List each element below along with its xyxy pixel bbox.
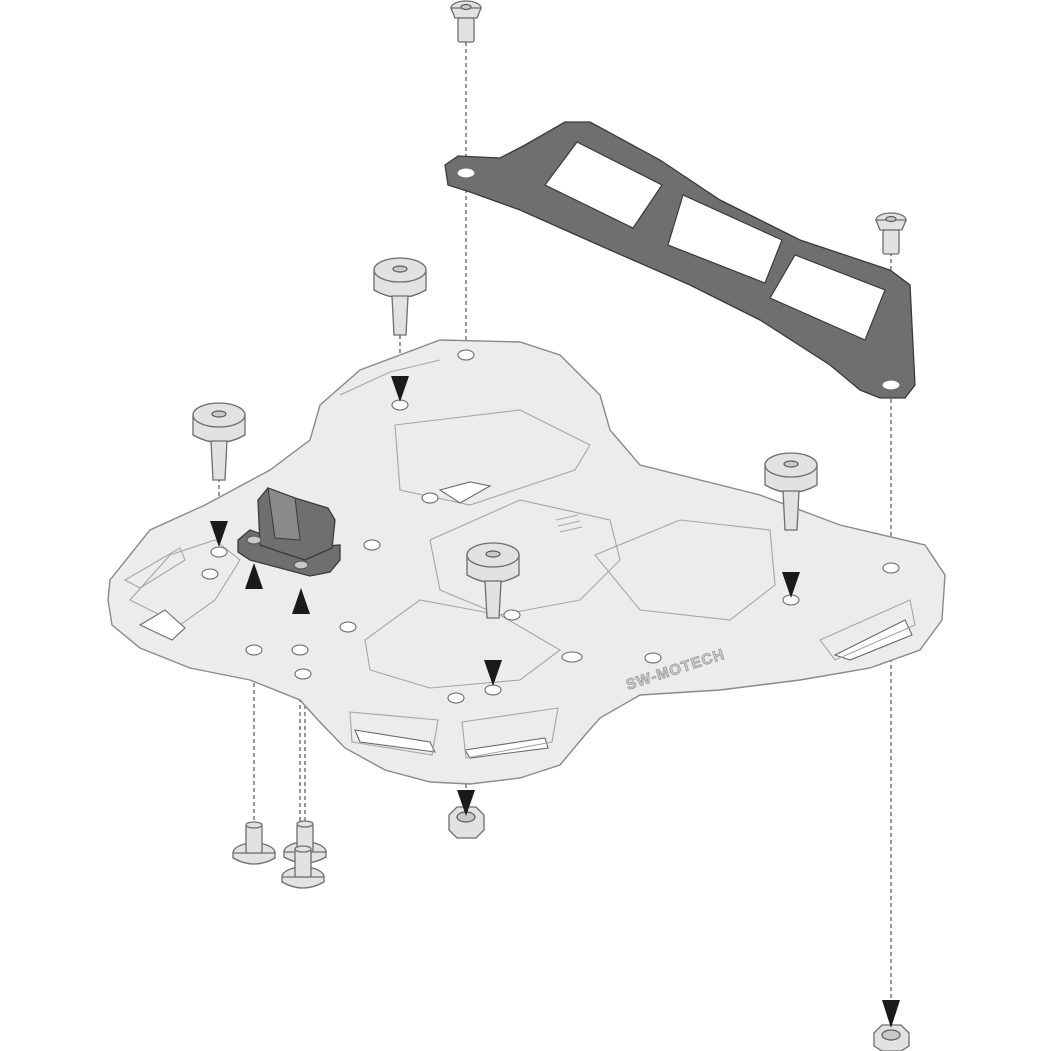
arrow-up-icon [245, 563, 263, 589]
hole [294, 668, 312, 680]
bracket-hole-left [456, 167, 476, 179]
plate-slot-right [819, 599, 916, 661]
plate-slot-front-right [461, 707, 559, 759]
plate-raised-area-top [394, 409, 591, 506]
plate-center-recess [429, 499, 621, 616]
lock-block [237, 487, 341, 577]
flange-bolt [281, 845, 325, 889]
hole [291, 644, 309, 656]
countersunk-screw [875, 212, 907, 255]
rubber-bumper [466, 542, 520, 619]
plate-right-recess [594, 519, 776, 621]
rubber-bumper [764, 452, 818, 531]
top-plate: SW-MOTECH [107, 339, 946, 785]
hole [503, 609, 521, 621]
arrow-down-icon [391, 376, 409, 402]
arrow-up-icon [292, 588, 310, 614]
plate-window-front-right [464, 737, 549, 759]
arrow-down-icon [882, 1000, 900, 1028]
hole [201, 568, 219, 580]
plate-window-front-left [354, 729, 436, 753]
bracket-window-2 [667, 194, 783, 284]
hole [421, 492, 439, 504]
hex-nut [448, 806, 485, 839]
hole [644, 652, 662, 664]
bracket-hole-right [881, 379, 901, 391]
hole [457, 349, 475, 361]
plate-window-center [438, 481, 492, 504]
plate-outline [107, 339, 946, 785]
plate-edge-detail [339, 359, 441, 396]
rubber-bumper [373, 257, 427, 336]
lock-block-face [267, 487, 301, 541]
arrow-down-icon [210, 521, 228, 547]
hole [447, 692, 465, 704]
countersunk-screw [450, 0, 482, 43]
rubber-bumper [192, 402, 246, 481]
plate-window-right [833, 619, 913, 661]
plate-front-recess [364, 599, 561, 689]
plate-vent-lines [555, 514, 583, 533]
arrow-down-icon [457, 790, 475, 816]
hole [561, 651, 583, 663]
flange-bolt [232, 821, 276, 865]
hole [339, 621, 357, 633]
plate-slot-left [123, 547, 186, 589]
hole [210, 546, 228, 558]
hole [484, 684, 502, 696]
hole [363, 539, 381, 551]
arrow-down-icon [782, 572, 800, 598]
arrow-down-icon [484, 660, 502, 686]
mounting-bracket [444, 121, 916, 399]
hole [245, 644, 263, 656]
hole [882, 562, 900, 574]
direction-arrows [210, 376, 900, 1028]
bracket-window-3 [769, 254, 886, 341]
plate-slot-front-left [349, 711, 439, 756]
hex-nut [873, 1024, 910, 1051]
plate-window-left [138, 609, 186, 641]
bracket-window-1 [544, 141, 663, 229]
